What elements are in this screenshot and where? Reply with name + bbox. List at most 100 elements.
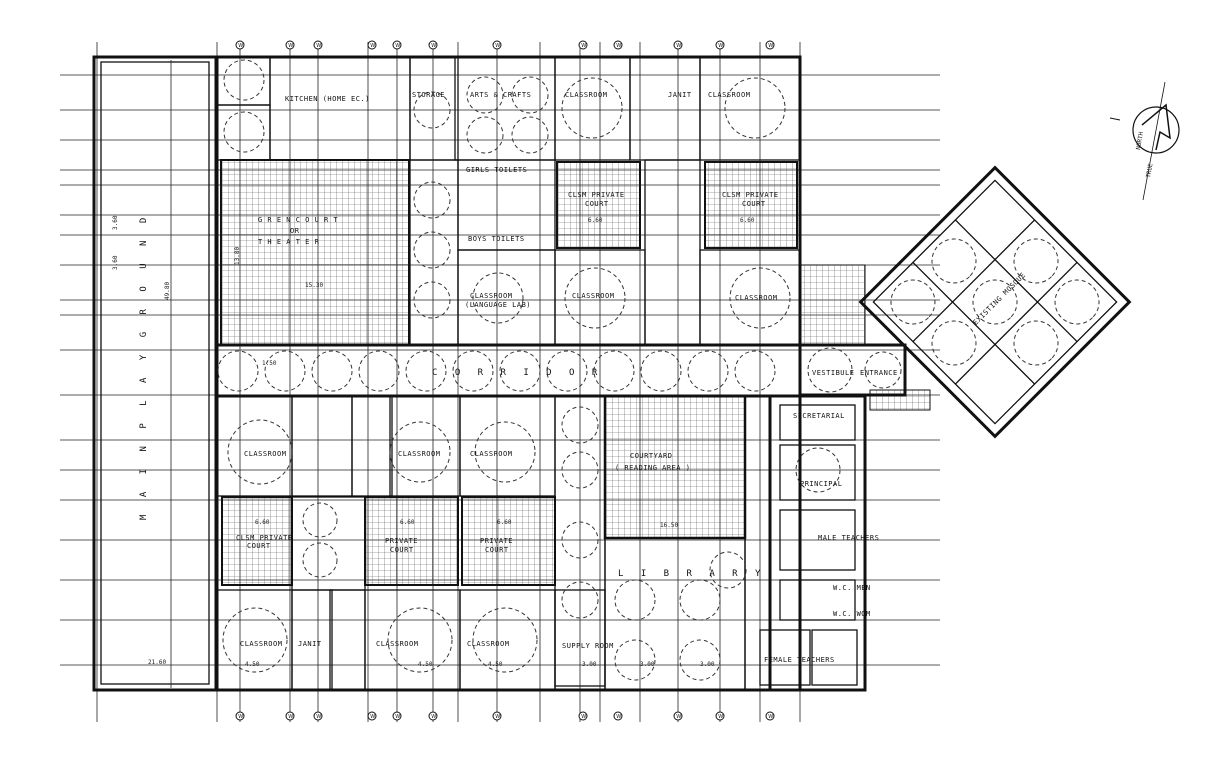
column-marker: [367, 711, 377, 721]
male-teachers-label: MALE TEACHERS: [818, 534, 879, 542]
dome-circle: [564, 267, 626, 329]
north-arrow-icon: [1141, 103, 1171, 151]
column-marker-label: W: [768, 43, 773, 49]
dome-circle: [405, 350, 447, 392]
janit-label: JANIT: [298, 640, 322, 648]
column-marker-label: W: [316, 43, 321, 49]
dim: 3.60: [112, 215, 119, 230]
dome-circles: [217, 59, 902, 681]
clsm-private-court-label: CLSM PRIVATE: [236, 534, 293, 542]
column-marker: [765, 711, 775, 721]
room-walls: [329, 589, 366, 691]
dome-circle: [474, 421, 536, 483]
dome-circle: [511, 76, 549, 114]
column-marker: [673, 40, 683, 50]
dome-circle: [413, 91, 451, 129]
dome-circle: [222, 607, 288, 673]
column-marker-label: W: [288, 714, 293, 720]
court-label: COURT: [485, 546, 509, 554]
storage-label: STORAGE: [412, 91, 445, 99]
green-court-depth: 13.80: [234, 247, 241, 265]
room-walls: [291, 395, 353, 497]
girls-toilets-label: GIRLS TOILETS: [466, 166, 527, 174]
room-walls: [459, 395, 556, 497]
secretarial-label: SECRETARIAL: [793, 412, 845, 420]
column-marker: [673, 711, 683, 721]
dome-circle: [413, 231, 451, 269]
court-label: COURT: [742, 200, 766, 208]
column-marker-label: W: [495, 43, 500, 49]
north-arrow: TRUE NORTH: [1109, 81, 1180, 201]
column-marker-label: W: [316, 714, 321, 720]
courtyard-width: 16.50: [660, 522, 678, 529]
dome-circle: [227, 419, 293, 485]
clsm-private-court-label: CLSM PRIVATE: [568, 191, 625, 199]
north-label: NORTH: [1135, 131, 1145, 150]
column-marker: [715, 711, 725, 721]
column-marker: [285, 711, 295, 721]
column-marker-label: W: [395, 43, 400, 49]
court-label: COURT: [585, 200, 609, 208]
dome-circle: [302, 502, 338, 538]
dome-circle: [729, 267, 791, 329]
column-marker: [613, 40, 623, 50]
column-marker-label: W: [395, 714, 400, 720]
dome-circle: [561, 521, 599, 559]
dome-circle: [546, 350, 588, 392]
column-marker: [428, 711, 438, 721]
column-marker-label: W: [495, 714, 500, 720]
wc-men-label: W.C. MEN: [833, 584, 871, 592]
dim: 6.60: [497, 519, 512, 526]
dome-circle: [223, 59, 265, 101]
court-label: COURT: [247, 542, 271, 550]
dome-circle: [640, 350, 682, 392]
column-marker-label: W: [676, 43, 681, 49]
existing-mosque-label: EXISTING MOSQUE: [972, 271, 1028, 327]
arts-crafts-label: ARTS & CRAFTS: [470, 91, 531, 99]
dome-circle: [358, 350, 400, 392]
supply-room-label: SUPPLY ROOM: [562, 642, 614, 650]
dim: 3.00: [640, 661, 655, 668]
courtyard: [603, 394, 747, 540]
room-walls: [699, 56, 801, 161]
dim: 3.00: [582, 661, 597, 668]
room-walls: [409, 56, 459, 161]
column-marker-label: W: [238, 43, 243, 49]
dim-150: 1.50: [262, 360, 277, 367]
column-marker: [313, 40, 323, 50]
column-marker-label: W: [718, 714, 723, 720]
dome-circle: [709, 551, 747, 589]
dome-circle: [264, 350, 306, 392]
column-marker: [392, 40, 402, 50]
dome-circle: [223, 111, 265, 153]
entrance-label: ENTRANCE: [860, 369, 898, 377]
room-labels: KITCHEN (HOME EC.) STORAGE ARTS & CRAFTS…: [234, 91, 898, 668]
room-walls: [351, 395, 393, 497]
column-marker-label: W: [370, 714, 375, 720]
dome-circle: [864, 351, 902, 389]
entrance-plaza: [799, 264, 866, 346]
column-marker-label: W: [431, 714, 436, 720]
playground-length: 49.80: [164, 282, 171, 300]
principal-label: PRINCIPAL: [800, 480, 842, 488]
entrance-steps: [869, 389, 931, 411]
theater-label: T H E A T E R: [258, 238, 320, 246]
dome-circle: [472, 272, 524, 324]
column-marker-label: W: [431, 43, 436, 49]
room-walls: [291, 589, 333, 691]
column-marker: [765, 40, 775, 50]
column-marker-label: W: [581, 714, 586, 720]
green-court: [220, 159, 410, 346]
dome-circle: [614, 639, 656, 681]
classroom-label: CLASSROOM: [470, 292, 512, 300]
column-marker: [235, 40, 245, 50]
classroom-label: CLASSROOM: [470, 450, 512, 458]
court-label: COURT: [390, 546, 414, 554]
column-marker: [313, 711, 323, 721]
column-marker: [367, 40, 377, 50]
dome-circle: [593, 350, 635, 392]
admin-wing: [759, 343, 907, 692]
dim: 6.60: [400, 519, 415, 526]
green-court-width: 15.30: [305, 282, 323, 289]
